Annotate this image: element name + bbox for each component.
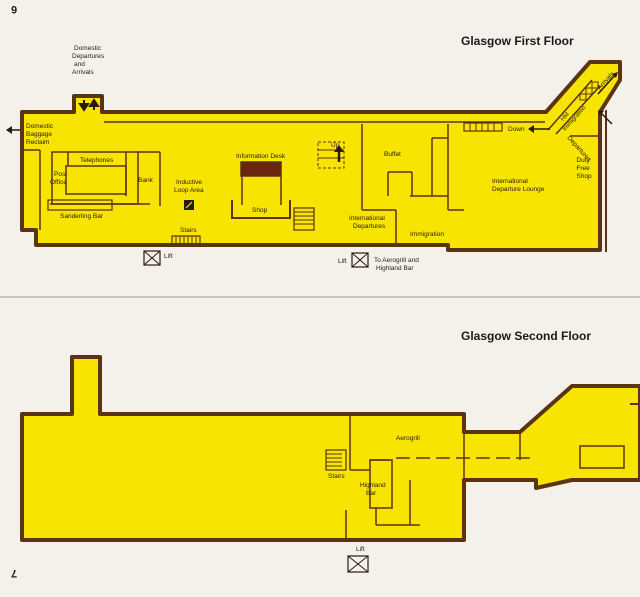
label-lift-1: Lift <box>164 253 173 260</box>
label-lift-second: Lift <box>356 546 365 553</box>
lift-second-floor-icon <box>347 555 369 573</box>
information-desk <box>240 161 282 177</box>
label-down: Down <box>508 126 525 133</box>
first-floor-title: Glasgow First Floor <box>461 34 574 48</box>
second-floor-plan: Aerogrill Stairs Highland Bar Lift <box>20 355 640 573</box>
label-telephones: Telephones <box>80 157 114 164</box>
label-aerogrill: Aerogrill <box>396 435 420 442</box>
label-up: Up <box>331 142 340 149</box>
page-number-top: 6 <box>11 3 17 15</box>
second-floor-title: Glasgow Second Floor <box>461 329 591 343</box>
label-domestic-baggage: Domestic Baggage Reclaim <box>26 123 55 146</box>
label-international-departures: International Departures <box>349 215 387 230</box>
lift-2-icon <box>351 252 369 268</box>
down-arrow-icon <box>528 125 550 133</box>
label-buffet: Buffet <box>384 151 401 158</box>
stairs-second-floor <box>325 449 347 471</box>
first-floor-plan: Domestic Departures and Arrivals Domesti… <box>6 45 622 272</box>
label-intl-departure-lounge: International Departure Lounge <box>492 178 545 193</box>
first-floor-outline <box>20 60 622 252</box>
highland-bar-counter <box>369 459 393 509</box>
label-inductive-loop: Inductive Loop Area <box>174 179 204 194</box>
label-domestic-departures: Domestic Departures and Arrivals <box>72 45 106 76</box>
page-number-bottom: 7 <box>11 567 17 579</box>
label-sanderling-bar: Sanderling Bar <box>60 213 104 220</box>
label-stairs-second: Stairs <box>328 473 345 480</box>
up-arrow-icon <box>334 145 344 162</box>
label-shop: Shop <box>252 207 268 214</box>
label-post-office: Post Office <box>50 171 69 186</box>
arrow-left-icon <box>6 126 20 134</box>
departures-arrow-icon <box>598 110 613 125</box>
lift-1-icon <box>143 250 161 266</box>
stairs-middle <box>293 207 315 231</box>
label-lift-2: Lift <box>338 258 347 265</box>
arrow-up-down-icon <box>78 98 100 112</box>
label-highland-bar: Highland Bar <box>360 482 387 497</box>
kiosk-block <box>579 445 625 469</box>
label-bank: Bank <box>138 177 154 184</box>
label-information-desk: Information Desk <box>236 153 286 160</box>
label-duty-free: Duty Free Shop <box>576 157 592 180</box>
second-floor-outline <box>20 355 640 542</box>
label-stairs: Stairs <box>180 227 197 234</box>
stairs-left <box>171 235 201 245</box>
stairs-down <box>463 122 503 132</box>
label-to-aerogrill: To Aerogrill and Highland Bar <box>374 257 421 272</box>
loop-area-icon <box>184 200 194 210</box>
arrivals-arrow-icon <box>597 72 618 95</box>
shop-walls <box>231 200 291 219</box>
label-immigration: Immigration <box>410 231 444 238</box>
sanderling-bar-counter <box>47 199 113 211</box>
